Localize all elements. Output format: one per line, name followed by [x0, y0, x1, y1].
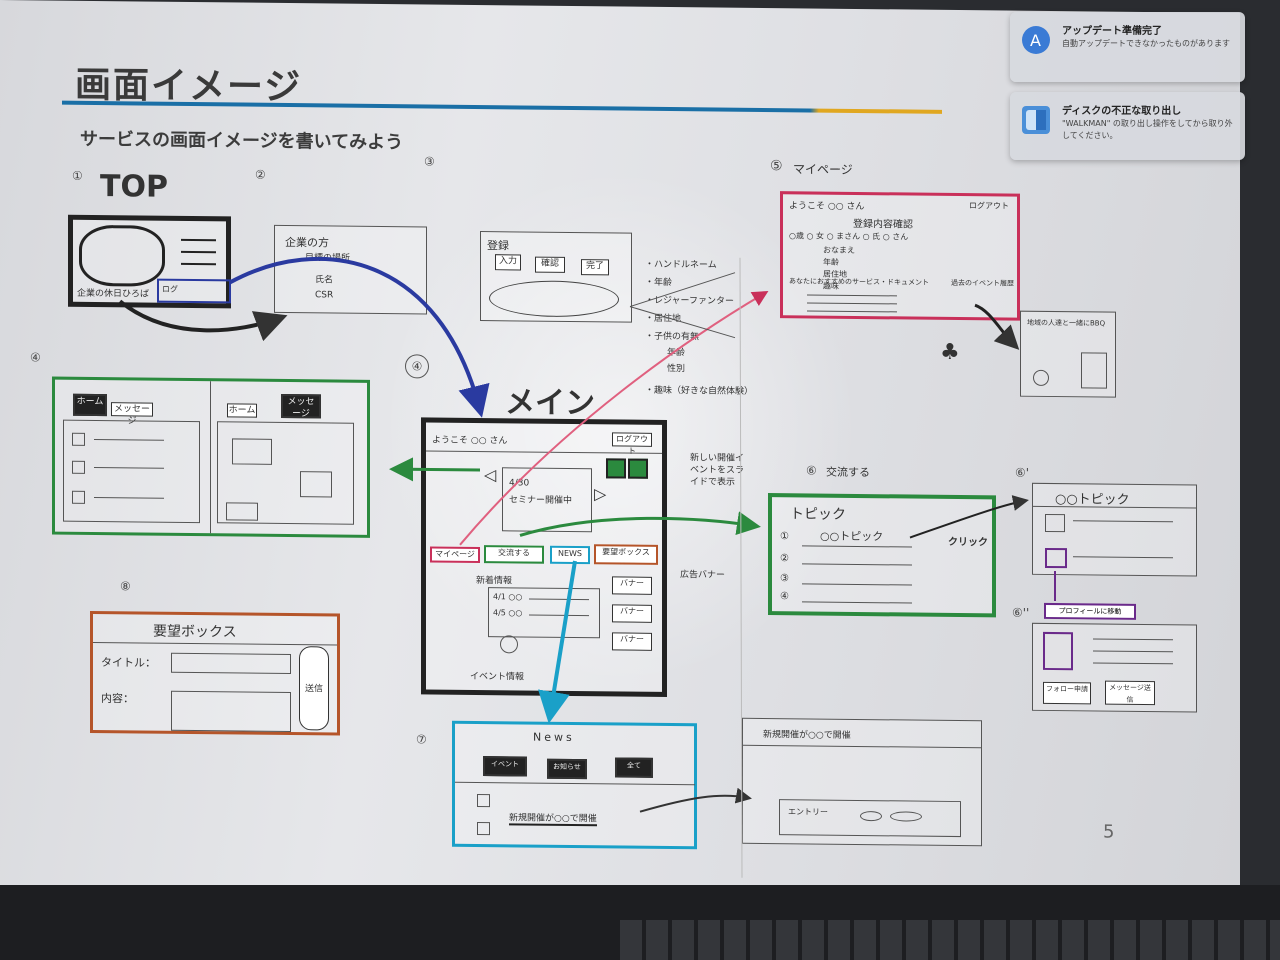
notification-title: ディスクの不正な取り出し: [1062, 106, 1182, 117]
notification-body: "WALKMAN" の取り出し操作をしてから取り外してください。: [1062, 119, 1233, 140]
arrow-to-mypage: [459, 290, 769, 546]
svg-text:A: A: [1030, 31, 1041, 50]
note-lines: [629, 272, 736, 339]
arrow-to-home: [389, 457, 480, 482]
keyboard-edge: [620, 920, 1280, 960]
page-number: 5: [1103, 821, 1115, 843]
arrow-login-to-main: [229, 256, 490, 418]
projected-slide: 画面イメージ サービスの画面イメージを書いてみよう ① TOP 企業の休日ひろば…: [0, 0, 1240, 898]
arrow-to-news: [538, 560, 577, 724]
notification-title: アップデート準備完了: [1062, 26, 1162, 37]
arrow-to-detail: [639, 787, 752, 813]
app-store-icon: A: [1022, 26, 1050, 54]
center-divider: [739, 257, 743, 878]
arrow-top-to-company: [118, 299, 288, 342]
finder-icon: [1022, 106, 1050, 134]
arrow-to-exchange: [519, 511, 761, 537]
disk-eject-notification[interactable]: ディスクの不正な取り出し "WALKMAN" の取り出し操作をしてから取り外して…: [1010, 92, 1245, 160]
arrow-to-photo: [974, 303, 1020, 350]
update-notification[interactable]: A アップデート準備完了 自動アップデートできなかったものがあります: [1010, 12, 1245, 82]
flow-arrows: [118, 256, 1056, 878]
notification-body: 自動アップデートできなかったものがあります: [1062, 39, 1230, 48]
arrow-to-topic: [909, 495, 1029, 539]
